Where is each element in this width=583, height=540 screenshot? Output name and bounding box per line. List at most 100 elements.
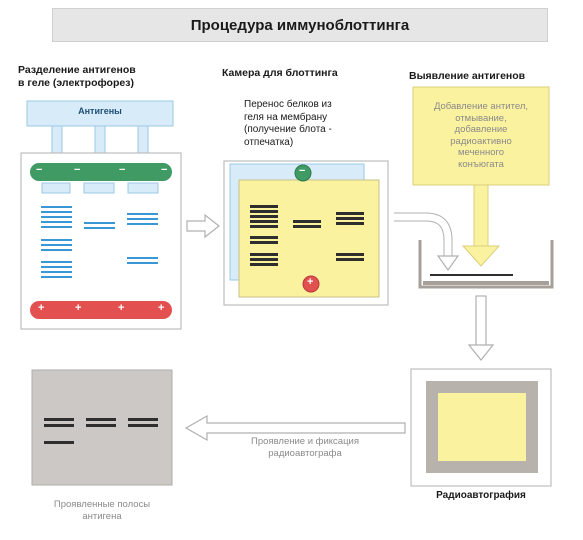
developed-band [44, 441, 74, 444]
title-bar: Процедура иммуноблоттинга [52, 8, 548, 42]
gel-band [41, 206, 72, 208]
detection-desc-line4: радиоактивно [450, 135, 512, 147]
blot-band [250, 225, 278, 228]
incubation-tray [418, 240, 554, 289]
plus-sign-2: + [75, 302, 82, 314]
blotting-description: Перенос белков из геля на мембрану (полу… [244, 99, 384, 149]
detection-desc-line1: Добавление антител, [433, 101, 529, 112]
minus-sign-2: − [74, 164, 81, 176]
developed-film [31, 369, 173, 486]
detection-arrow-head [461, 245, 501, 267]
gel-band [41, 271, 72, 273]
blot-band [250, 258, 278, 261]
blot-band [250, 236, 278, 239]
blot-plus-sign: + [307, 276, 314, 288]
gel-band [127, 257, 158, 259]
antigens-box [26, 100, 174, 127]
developed-caption-line1: Проявленные полосы [53, 499, 151, 510]
gel-band [41, 211, 72, 213]
blot-band [336, 222, 364, 225]
separation-heading-line2: в геле (электрофорез) [18, 77, 134, 89]
blot-band [250, 253, 278, 256]
arrow-to-blotting [186, 213, 220, 239]
detection-description: Добавление антител, отмывание, добавлени… [416, 101, 546, 170]
gel-band [127, 213, 158, 215]
blot-band [250, 215, 278, 218]
developed-band [44, 418, 74, 421]
gel-band [127, 218, 158, 220]
gel-band [41, 226, 72, 228]
blotting-desc-line4: отпечатка) [244, 136, 294, 148]
tray-bottom [423, 281, 549, 285]
gel-band [41, 221, 72, 223]
develop-description: Проявление и фиксация радиоавтографа [230, 436, 380, 459]
page-title: Процедура иммуноблоттинга [190, 16, 410, 34]
negative-electrode [30, 163, 172, 181]
separation-heading: Разделение антигенов в геле (электрофоре… [18, 64, 198, 90]
minus-sign-1: − [36, 164, 43, 176]
blot-positive-electrode [302, 275, 320, 293]
arrow-to-tray [394, 213, 452, 258]
detection-arrow-shaft [473, 184, 489, 248]
detection-desc-line2: отмывание, [455, 112, 507, 124]
blot-band [250, 205, 278, 208]
blot-minus-sign: − [299, 165, 306, 177]
blotting-desc-line3: (получение блота - [244, 124, 332, 135]
blot-band [250, 263, 278, 266]
separation-heading-line1: Разделение антигенов [18, 64, 136, 76]
blot-band [293, 225, 321, 228]
gel-band [41, 261, 72, 263]
blot-band [250, 210, 278, 213]
blot-band [336, 253, 364, 256]
blot-band [293, 220, 321, 223]
autoradiography-label: Радиоавтография [436, 490, 526, 501]
antigens-label: Антигены [78, 106, 122, 116]
gel-band [41, 266, 72, 268]
gel-band [41, 239, 72, 241]
gel-band [41, 216, 72, 218]
developed-band [86, 424, 116, 427]
arrow-down-head [467, 344, 495, 361]
blot-band [250, 241, 278, 244]
arrow-down-shaft [475, 295, 487, 347]
arrow-to-developed [184, 414, 406, 442]
plus-sign-3: + [118, 302, 125, 314]
developed-band [128, 424, 158, 427]
developed-band [44, 424, 74, 427]
develop-desc-line1: Проявление и фиксация [251, 436, 359, 447]
gel-band [41, 249, 72, 251]
detection-desc-line5: меченного [457, 147, 505, 158]
blot-negative-electrode [294, 164, 312, 182]
developed-band [128, 418, 158, 421]
blot-band [336, 258, 364, 261]
developed-band [86, 418, 116, 421]
positive-electrode [30, 301, 172, 319]
detection-desc-line3: добавление [454, 124, 508, 135]
blotting-desc-line2: геля на мембрану [244, 111, 328, 123]
gel-frame [20, 152, 182, 330]
gel-band [84, 227, 115, 229]
detection-desc-line6: конъюгата [458, 158, 504, 170]
gel-band [41, 244, 72, 246]
developed-bands-caption: Проявленные полосы антигена [32, 499, 172, 522]
blotting-heading: Камера для блоттинга [222, 67, 338, 79]
minus-sign-4: − [161, 164, 168, 176]
blotting-desc-line1: Перенос белков из [244, 99, 332, 110]
wells [41, 182, 159, 194]
gel-band [84, 222, 115, 224]
detection-heading: Выявление антигенов [409, 70, 526, 82]
gel-band [127, 223, 158, 225]
plus-sign-4: + [158, 302, 165, 314]
blot-band [336, 212, 364, 215]
gel-band [41, 276, 72, 278]
arrow-to-tray-head [436, 255, 460, 272]
blot-band [250, 220, 278, 223]
plus-sign-1: + [38, 302, 45, 314]
minus-sign-3: − [119, 164, 126, 176]
develop-desc-line2: радиоавтографа [268, 447, 342, 459]
developed-caption-line2: антигена [82, 510, 122, 522]
detection-box [412, 86, 550, 186]
gel-band [127, 262, 158, 264]
blot-band [336, 217, 364, 220]
